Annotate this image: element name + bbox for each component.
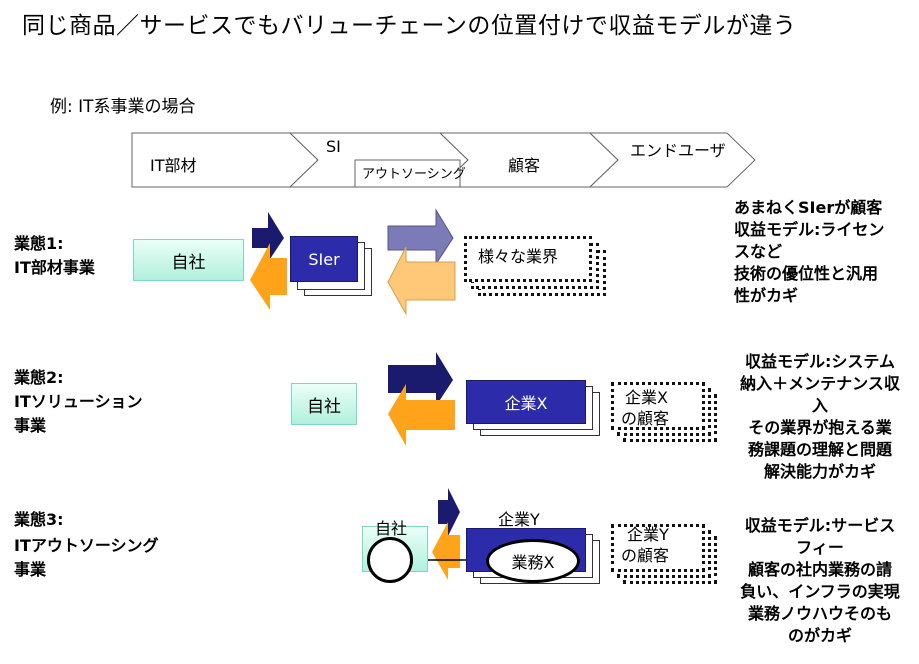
business-2-client-label: 企業X	[504, 394, 548, 413]
business-3-name-line3: 事業	[14, 560, 47, 579]
business-3-customer-box	[611, 524, 705, 572]
business-1-description: あまねくSIerが顧客 収益モデル:ライセン スなど 技術の優位性と汎用 性がカ…	[734, 197, 916, 307]
business-2-desc-line: 納入＋メンテナンス収	[740, 374, 900, 393]
business-3-self-label: 自社	[375, 519, 408, 538]
row1-navy-arrow-left	[252, 212, 284, 262]
business-2-client-box: 企業X	[466, 380, 586, 424]
business-3-client-label: 企業Y	[498, 510, 540, 529]
row2-orange-arrow	[388, 384, 455, 446]
chain-stage-4-label: エンドユーザ	[630, 141, 726, 160]
business-2-customer-label-line2: の顧客	[621, 409, 670, 428]
business-2-name-line3: 事業	[14, 416, 47, 435]
business-2-desc-line: その業界が抱える業	[748, 418, 892, 437]
page-title: 同じ商品／サービスでもバリューチェーンの位置付けで収益モデルが違う	[22, 13, 797, 39]
business-1-self-box: 自社	[133, 239, 244, 281]
business-1-customer-box	[464, 236, 592, 282]
business-1-partner-box: SIer	[290, 236, 358, 282]
business-1-desc-line: 収益モデル:ライセン	[734, 220, 885, 239]
business-2-desc-line: 解決能力がカギ	[763, 462, 876, 481]
chain-stage-1-label: IT部材	[150, 156, 197, 175]
chain-stage-3-label: 顧客	[508, 156, 541, 175]
business-2-desc-line: 務課題の理解と問題	[747, 440, 892, 459]
business-3-desc-line: 収益モデル:サービス	[744, 516, 896, 535]
business-2-customer-box	[611, 382, 705, 430]
business-1-desc-line: 技術の優位性と汎用	[734, 264, 879, 283]
business-3-desc-line: 業務ノウハウそのも	[747, 604, 892, 623]
row3-orange-arrow	[432, 522, 460, 580]
row1-peach-arrow	[387, 246, 456, 316]
chain-sub-stage-label: アウトソーシング	[362, 167, 466, 182]
business-1-self-label: 自社	[171, 252, 206, 273]
row1-violet-arrow	[387, 208, 454, 266]
business-3-desc-line: フィー	[796, 538, 844, 557]
business-1-desc-line: 性がカギ	[734, 286, 799, 305]
row3-navy-arrow	[438, 488, 460, 536]
business-2-customer-label-line1: 企業X	[625, 388, 668, 407]
business-2-name-line1: 業態2:	[14, 368, 64, 387]
business-2-self-box: 自社	[291, 383, 357, 425]
business-2-name-line2: ITソリューション	[14, 392, 143, 411]
business-3-customer-label-line2: の顧客	[621, 546, 670, 565]
business-2-description: 収益モデル:システム 納入＋メンテナンス収 入 その業界が抱える業 務課題の理解…	[724, 351, 916, 483]
business-3-desc-line: 顧客の社内業務の請	[747, 560, 892, 579]
business-1-name-line1: 業態1:	[14, 234, 64, 253]
business-3-desc-line: 負い、インフラの実現	[740, 582, 900, 601]
chain-stage-2-label: SI	[326, 137, 341, 156]
business-3-name-line2: ITアウトソーシング	[14, 536, 159, 555]
chain-stage-4-chevron	[588, 132, 756, 188]
business-1-name-line2: IT部材事業	[14, 258, 95, 277]
business-3-customer-label-line1: 企業Y	[627, 525, 669, 544]
business-3-name-line1: 業態3:	[14, 510, 64, 529]
business-3-description: 収益モデル:サービス フィー 顧客の社内業務の請 負い、インフラの実現 業務ノウ…	[724, 515, 916, 647]
chain-sub-stage-box	[354, 159, 461, 188]
business-2-desc-line: 入	[811, 396, 828, 415]
business-2-desc-line: 収益モデル:システム	[745, 352, 895, 371]
example-label: 例: IT系事業の場合	[50, 97, 196, 117]
business-3-self-oval	[367, 537, 413, 583]
business-1-partner-label: SIer	[308, 249, 340, 269]
business-2-self-label: 自社	[307, 396, 341, 417]
business-3-task-label: 業務X	[511, 553, 555, 572]
business-1-customer-label: 様々な業界	[478, 247, 559, 266]
business-1-desc-line: あまねくSIerが顧客	[734, 198, 883, 217]
business-1-desc-line: スなど	[734, 242, 783, 261]
business-3-task-oval: 業務X	[486, 539, 580, 583]
business-3-desc-line: のがカギ	[787, 626, 852, 645]
row1-orange-arrow-left	[250, 243, 287, 310]
